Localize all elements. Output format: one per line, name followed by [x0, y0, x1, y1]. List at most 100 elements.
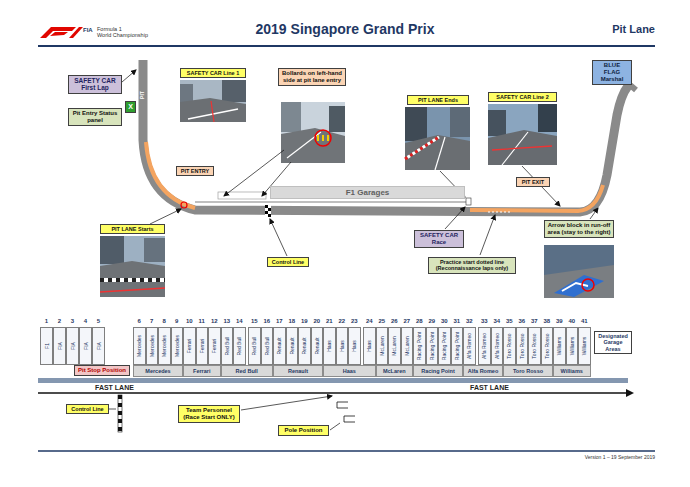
- track: [143, 60, 628, 212]
- control-line-checker: [265, 205, 271, 217]
- photo-sc-line-1: [180, 84, 193, 103]
- team-name: Red Bull: [221, 365, 274, 377]
- garage-team: Williams: [569, 337, 575, 356]
- garage-team: Toro Rosso: [544, 333, 550, 358]
- photo-bollards: [281, 102, 345, 163]
- photo-arrow-block: [582, 279, 594, 291]
- photo-arrow-block: [544, 265, 614, 298]
- garage-number: 5: [92, 318, 105, 325]
- photo-pit-lane-starts: [100, 236, 124, 264]
- box-text: Pole Position: [281, 427, 326, 434]
- garage-number: 41: [578, 318, 591, 325]
- team-name: Racing Point: [413, 365, 463, 377]
- garage-team: Haas: [351, 340, 357, 352]
- box-text: Control Line: [69, 406, 106, 412]
- photo-pit-lane-starts: [100, 278, 165, 282]
- photo-sc-line-1: [211, 101, 214, 122]
- garage-number: 4: [79, 318, 92, 325]
- garage-team: McLaren: [404, 336, 410, 355]
- photo-pit-lane-starts: [100, 261, 165, 297]
- garage-number: 8: [158, 318, 171, 325]
- garage-team: McLaren: [391, 336, 397, 355]
- callout-box: Practice start dotted line (Reconnaissan…: [428, 257, 516, 274]
- garage-cell: Toro Rosso: [528, 327, 541, 365]
- garage-number: 29: [426, 318, 439, 325]
- garage-number: 31: [451, 318, 464, 325]
- pit-lane: [195, 201, 470, 203]
- garage-number: 40: [566, 318, 579, 325]
- garage-team: FIA: [70, 342, 76, 350]
- photo-sc-line-1: [180, 80, 246, 122]
- leader-lines: [590, 208, 598, 219]
- callout-box: PIT EXIT: [516, 177, 550, 187]
- box-text: Pit Stop Position: [77, 367, 127, 374]
- leader-lines: [122, 70, 136, 82]
- callout-box: X: [125, 101, 136, 113]
- garage-number: 7: [146, 318, 159, 325]
- team-name: Mercedes: [133, 365, 183, 377]
- box-text: X: [126, 103, 135, 111]
- garage-cell: Alfa Romeo: [463, 327, 476, 365]
- control-line-checker: [268, 205, 271, 208]
- garage-number: 33: [478, 318, 491, 325]
- control-line-checker: [268, 211, 271, 214]
- garage-team: Alfa Romeo: [494, 333, 500, 359]
- garage-team: McLaren: [379, 336, 385, 355]
- garage-team: Ferrari: [199, 339, 205, 354]
- grid-slots: [337, 402, 355, 422]
- garage-team: Haas: [326, 340, 332, 352]
- box-text: SAFETY CAR First Lap: [71, 77, 119, 92]
- garage-cell: Haas: [336, 327, 349, 365]
- garage-team: Renault: [289, 337, 295, 354]
- logo-text: FIA: [83, 27, 93, 34]
- garage-team: Racing Point: [429, 332, 435, 360]
- photo-pit-lane-ends: [405, 137, 439, 159]
- photo-bollards: [322, 135, 324, 141]
- control-line-checker: [265, 211, 268, 214]
- garage-number: 20: [311, 318, 324, 325]
- callout-box: SAFETY CAR Race: [414, 230, 464, 248]
- photo-pit-lane-ends: [435, 137, 445, 170]
- garage-cell: Red Bull: [233, 327, 246, 365]
- callout-box: Pit Entry Status panel: [68, 108, 122, 126]
- garage-team: Red Bull: [251, 337, 257, 356]
- grid-slots: [337, 402, 348, 408]
- callout-box: F1 Garages: [270, 186, 465, 199]
- box-text: PIT LANE Ends: [410, 97, 466, 103]
- photo-pit-lane-starts: [144, 238, 165, 262]
- photo-sc-line-2: [488, 104, 557, 165]
- garage-number: 15: [248, 318, 261, 325]
- callout-box: PIT ENTRY: [176, 166, 214, 176]
- pit-lane-end-mark: [466, 198, 471, 205]
- photo-sc-line-1: [180, 80, 246, 122]
- garage-number: 34: [491, 318, 504, 325]
- lane-name: FAST LANE: [470, 384, 509, 392]
- garage-cell: Alfa Romeo: [478, 327, 491, 365]
- photo-pit-lane-starts: [100, 236, 165, 297]
- photo-bollards: [329, 106, 345, 132]
- garage-cell: Toro Rosso: [503, 327, 516, 365]
- garage-team: Red Bull: [224, 337, 230, 356]
- garage-number: 32: [463, 318, 476, 325]
- bottom-leaders: [330, 423, 340, 430]
- photo-pit-lane-ends: [405, 107, 470, 170]
- garage-number: 26: [388, 318, 401, 325]
- garage-number: 21: [323, 318, 336, 325]
- photo-bollards: [317, 135, 319, 141]
- photo-sc-line-1: [180, 98, 246, 122]
- box-text: PIT EXIT: [519, 179, 547, 185]
- box-text: Team Personnel (Race Start ONLY): [181, 407, 237, 421]
- callout-box: SAFETY CAR Line 2: [488, 92, 557, 102]
- garage-team: Toro Rosso: [519, 333, 525, 358]
- garage-number: 24: [363, 318, 376, 325]
- bottom-control-line: [118, 403, 122, 407]
- bottom-leaders: [241, 396, 332, 410]
- garage-number: 16: [261, 318, 274, 325]
- garage-team: Alfa Romeo: [466, 333, 472, 359]
- garage-number: 25: [376, 318, 389, 325]
- garage-team: Mercedes: [136, 335, 142, 357]
- logo-text: Formula 1: [97, 26, 122, 32]
- garage-team: Mercedes: [149, 335, 155, 357]
- garage-cell: Red Bull: [221, 327, 234, 365]
